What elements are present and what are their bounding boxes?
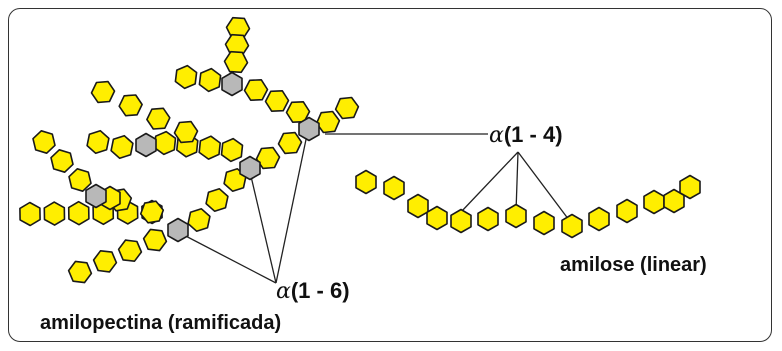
amilopectina-glucose-unit (220, 137, 244, 163)
amilopectina-glucose-unit (90, 80, 116, 104)
amilopectina-glucose-unit (142, 228, 168, 252)
bond-pointer-line (517, 151, 573, 225)
amilopectina-glucose-unit (153, 130, 177, 156)
amilopectina-glucose-unit (50, 149, 74, 173)
branch-point-unit (239, 155, 261, 181)
amilopectina-glucose-unit (255, 146, 281, 170)
bond-pointer-line (460, 151, 519, 213)
amilopectina-glucose-unit (277, 131, 303, 155)
amilopectina-glucose-unit (86, 129, 110, 155)
amilose-glucose-unit (407, 193, 429, 219)
amilose-glucose-unit (561, 213, 583, 239)
amilopectina-glucose-unit (67, 200, 90, 226)
amilose-glucose-unit (679, 174, 701, 200)
amilopectina-glucose-unit (243, 79, 269, 101)
annotation-lines (177, 129, 573, 284)
amilose-glucose-unit (383, 175, 405, 201)
bond-label-alpha-1-6: α(1 - 6) (276, 278, 350, 304)
amilose-glucose-unit (533, 210, 555, 236)
bond-label-alpha-1-4: α(1 - 4) (489, 122, 563, 148)
amilopectina-glucose-unit (205, 188, 229, 212)
amilopectina-glucose-unit (92, 250, 118, 273)
branch-point-unit (298, 116, 320, 142)
branch-point-unit (85, 183, 107, 209)
bond-pointer-line (249, 171, 277, 284)
amilopectina-glucose-unit (198, 135, 221, 160)
branch-point-unit (221, 71, 243, 97)
amilose-glucose-unit (643, 189, 665, 215)
amilopectina-glucose-unit (334, 96, 360, 120)
glucose-units (19, 16, 701, 284)
amilose-glucose-unit (477, 206, 499, 232)
amilopectina-glucose-unit (264, 90, 290, 112)
amilopectina-glucose-unit (174, 64, 198, 90)
bond-label-1-4-text: (1 - 4) (503, 122, 563, 147)
alpha-symbol: α (276, 279, 291, 304)
amilopectina-glucose-unit (118, 94, 143, 117)
branch-point-unit (135, 132, 157, 158)
amilopectina-glucose-unit (173, 120, 199, 144)
amilose-glucose-unit (450, 208, 472, 234)
amilopectina-glucose-unit (117, 239, 143, 263)
amilopectina-glucose-unit (285, 101, 311, 123)
amilopectina-glucose-unit (19, 201, 41, 227)
bond-label-1-6-text: (1 - 6) (290, 278, 350, 303)
bond-pointer-line (515, 151, 519, 213)
amilopectina-glucose-unit (110, 134, 134, 160)
amilopectina-glucose-unit (67, 260, 93, 284)
amilopectina-glucose-unit (198, 67, 222, 93)
amilopectina-glucose-unit (187, 208, 211, 232)
amilose-glucose-unit (426, 205, 448, 231)
amilopectina-glucose-unit (139, 200, 165, 224)
amilopectina-glucose-unit (43, 201, 66, 226)
amilopectina-glucose-unit (32, 130, 56, 154)
amilopectina-glucose-unit (68, 168, 92, 192)
amilopectina-label: amilopectina (ramificada) (40, 312, 282, 334)
amilose-glucose-unit (355, 169, 377, 195)
alpha-symbol: α (489, 123, 504, 148)
bond-pointer-line (177, 231, 277, 284)
amilopectina-glucose-unit (223, 50, 249, 74)
amilose-glucose-unit (588, 206, 610, 232)
amilopectina-glucose-unit (146, 107, 171, 130)
amilose-glucose-unit (616, 198, 638, 224)
amilose-glucose-unit (505, 203, 527, 229)
bond-pointer-line (275, 129, 309, 284)
diagram-frame (8, 8, 772, 342)
amilose-label: amilose (linear) (560, 254, 707, 276)
branch-point-unit (167, 217, 189, 243)
amilopectina-glucose-unit (315, 110, 341, 134)
